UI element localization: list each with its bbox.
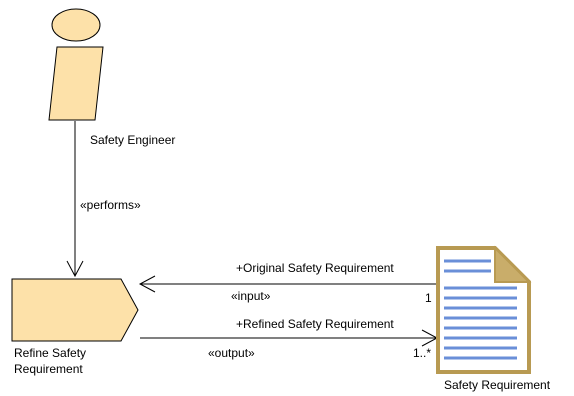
task-label-line2: Requirement [14, 362, 83, 376]
input-role-label: +Original Safety Requirement [236, 261, 394, 275]
input-multiplicity-label: 1 [425, 291, 432, 305]
document-lines [444, 259, 517, 360]
document-fold [494, 245, 532, 283]
performs-stereotype-label: «performs» [80, 198, 141, 212]
output-role-label: +Refined Safety Requirement [236, 317, 394, 331]
task-label-line1: Refine Safety [14, 346, 87, 360]
task-refine-safety-requirement[interactable] [11, 278, 139, 342]
document-page [436, 246, 531, 374]
input-arrowhead [138, 275, 156, 293]
output-stereotype-label: «output» [208, 346, 255, 360]
actor-safety-engineer[interactable] [48, 8, 104, 121]
actor-head [51, 8, 101, 42]
performs-arrowhead [66, 260, 84, 278]
actor-label: Safety Engineer [90, 133, 176, 147]
input-stereotype-label: «input» [231, 289, 271, 303]
actor-body [48, 46, 104, 121]
output-multiplicity-label: 1..* [413, 346, 432, 360]
artifact-label: Safety Requirement [444, 378, 551, 392]
document-icon[interactable] [436, 245, 532, 374]
